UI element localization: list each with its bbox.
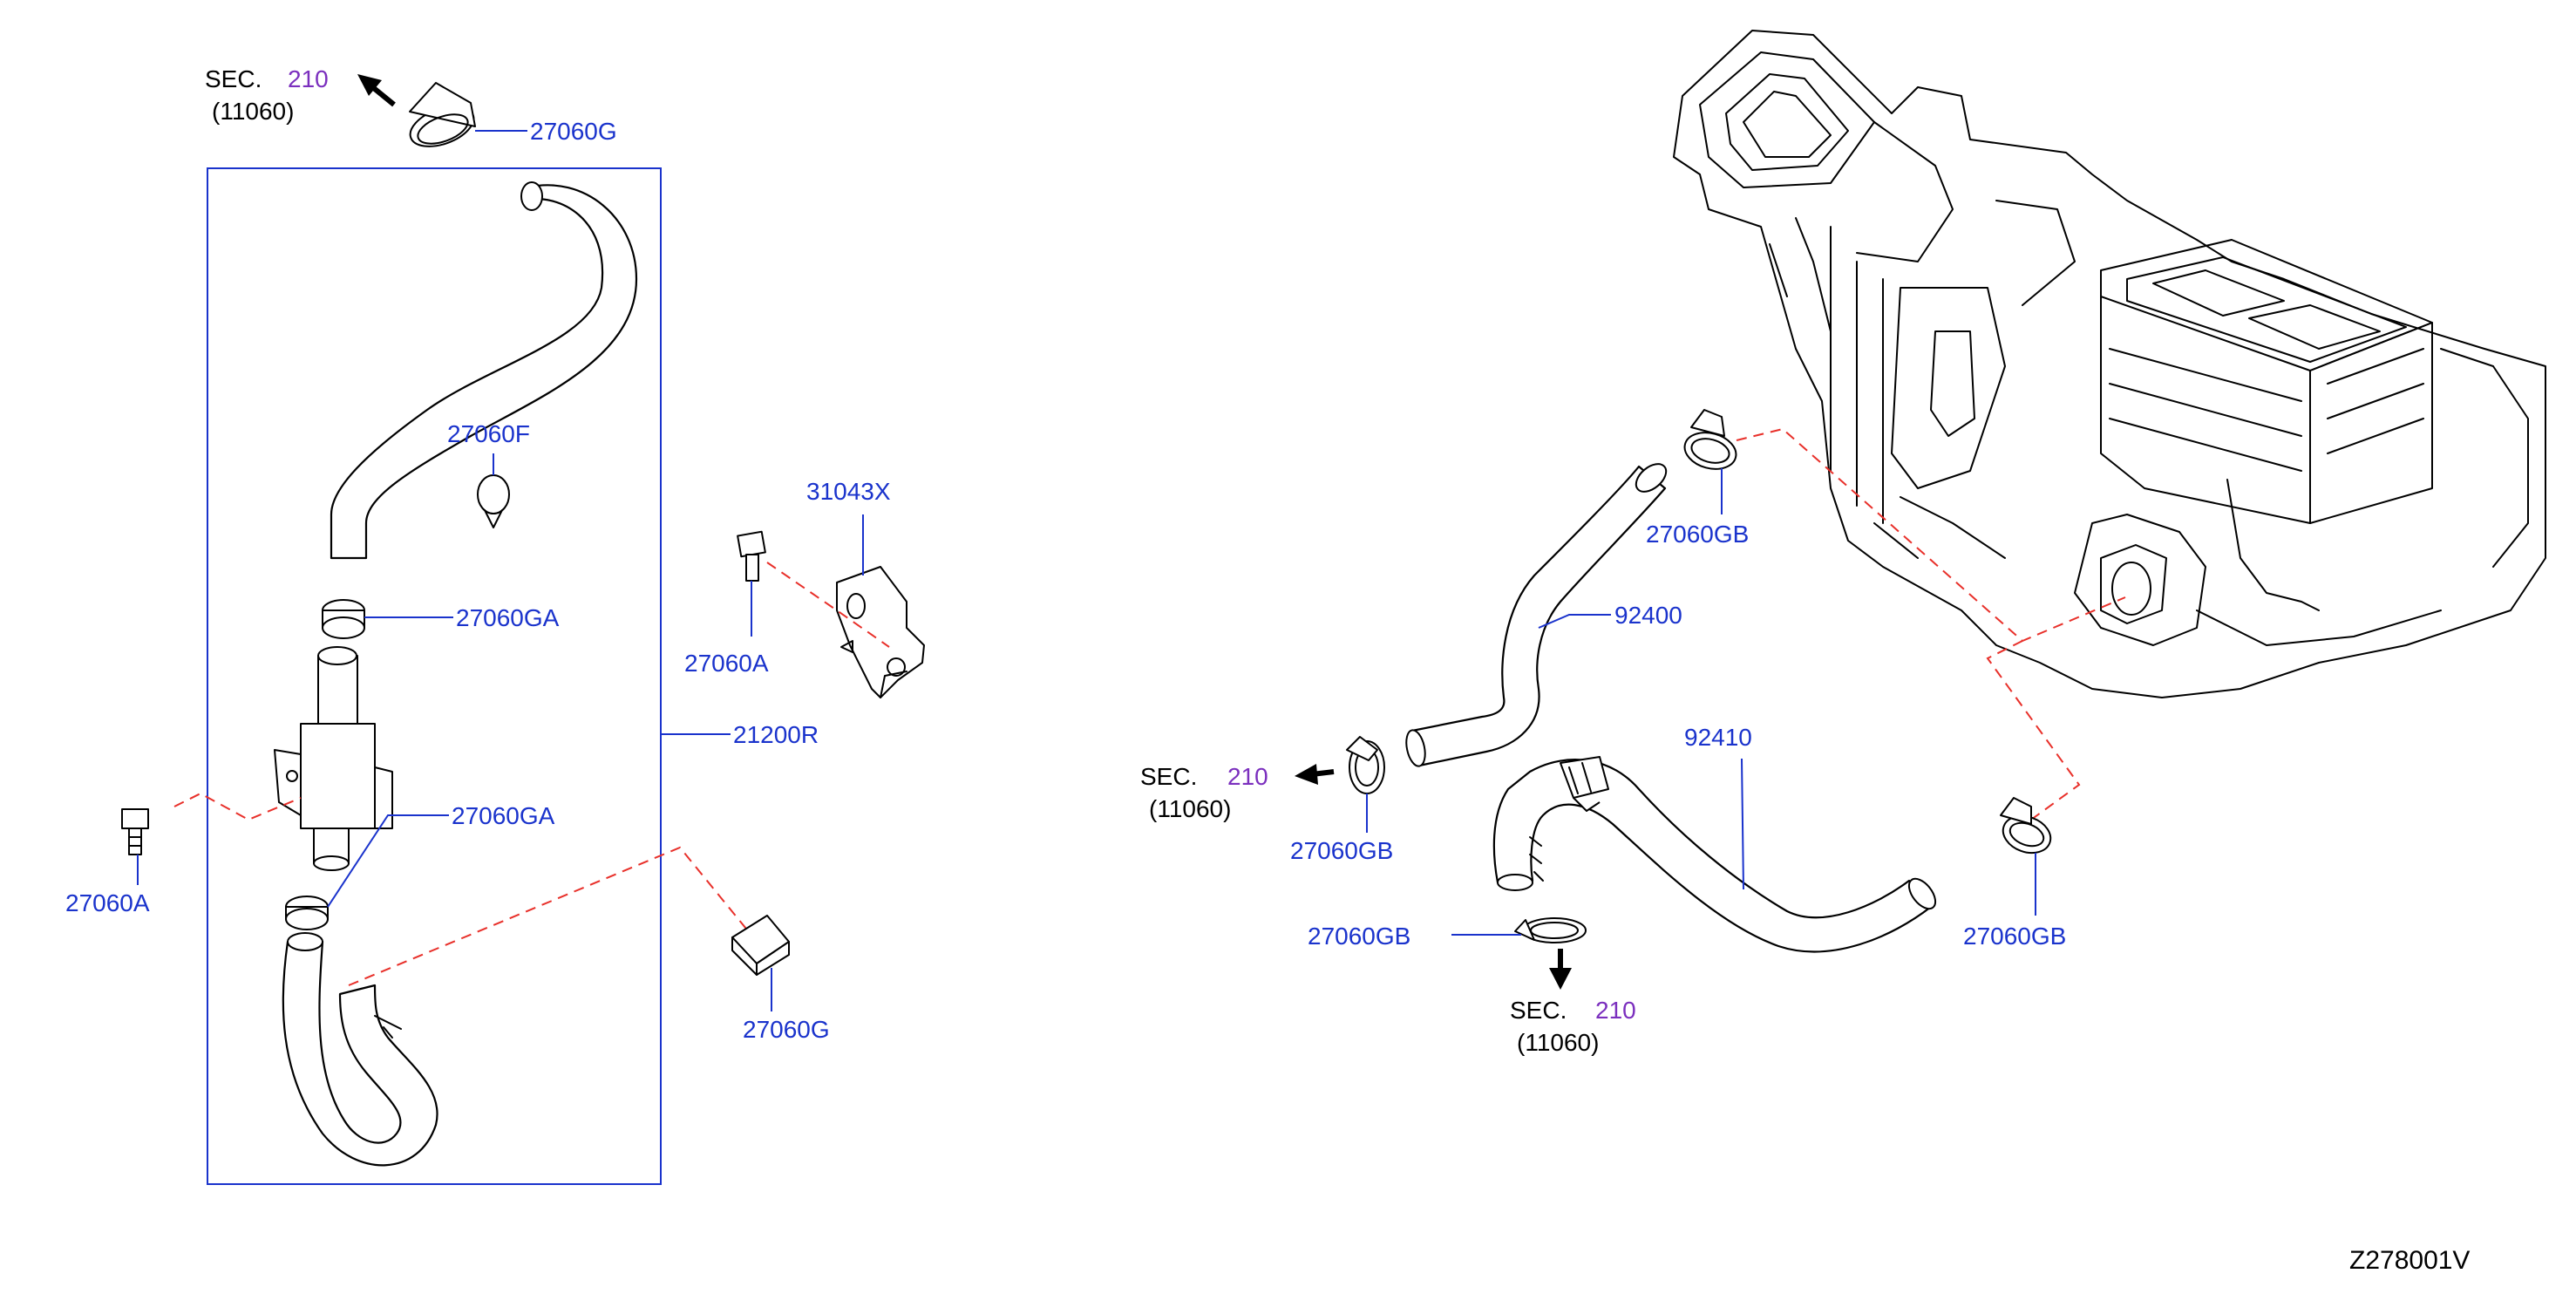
sec-sub: (11060) — [1517, 1029, 1599, 1056]
assembly-box-21200R — [207, 167, 662, 1185]
clamp-27060GB-top — [1683, 409, 1737, 470]
sec-ref-bottom[interactable]: SEC. 210 (11060) — [1510, 997, 1636, 1056]
hose-92410 — [1492, 756, 1937, 953]
sec-label: SEC. — [1140, 763, 1197, 790]
sec-label: SEC. — [205, 65, 262, 92]
bolt-27060A-left — [121, 808, 149, 855]
clamp-27060GB-bottom — [1514, 917, 1587, 943]
part-label-27060A-mid[interactable]: 27060A — [684, 650, 769, 677]
sec-label: SEC. — [1510, 997, 1567, 1024]
hose-upper-left — [330, 181, 638, 560]
arrow-icon — [357, 74, 396, 107]
part-label-27060GA-lower[interactable]: 27060GA — [452, 802, 555, 829]
sec-ref-top-left[interactable]: SEC. 210 (11060) — [205, 65, 329, 125]
clamp-27060GA-upper — [322, 599, 365, 639]
diagram-code: Z278001V — [2349, 1246, 2470, 1275]
part-label-27060A-left[interactable]: 27060A — [65, 889, 150, 916]
sec-ref-middle[interactable]: SEC. 210 (11060) — [1140, 763, 1268, 822]
bracket-31043X — [836, 566, 925, 698]
part-label-21200R[interactable]: 21200R — [733, 721, 819, 748]
part-label-27060F[interactable]: 27060F — [447, 420, 530, 447]
sec-number: 210 — [1227, 763, 1268, 790]
bolt-27060A-mid — [737, 530, 766, 582]
part-label-92400[interactable]: 92400 — [1614, 602, 1682, 629]
arrow-icon — [1549, 949, 1572, 990]
clamp-27060G-top — [409, 82, 476, 147]
arrow-icon — [1295, 764, 1335, 785]
part-label-27060GA-upper[interactable]: 27060GA — [456, 604, 560, 631]
part-label-92410[interactable]: 92410 — [1684, 724, 1752, 751]
sec-number: 210 — [1595, 997, 1636, 1024]
hose-92400 — [1405, 463, 1668, 767]
part-label-27060GB-top[interactable]: 27060GB — [1646, 521, 1749, 548]
clamp-27060F — [477, 474, 510, 528]
water-valve — [274, 646, 393, 871]
part-label-27060GB-left[interactable]: 27060GB — [1290, 837, 1393, 864]
part-label-27060GB-right[interactable]: 27060GB — [1963, 923, 2066, 950]
sec-sub: (11060) — [1149, 795, 1231, 822]
part-label-31043X[interactable]: 31043X — [806, 478, 891, 505]
hvac-unit — [1673, 30, 2546, 698]
part-label-27060G-top[interactable]: 27060G — [530, 118, 617, 145]
clip-27060G-lower — [731, 915, 790, 976]
part-label-27060GB-bottom[interactable]: 27060GB — [1308, 923, 1410, 950]
clamp-27060GA-lower — [285, 896, 329, 930]
clamp-27060GB-right — [2000, 797, 2052, 855]
hose-lower-left — [282, 932, 438, 1167]
sec-number: 210 — [288, 65, 329, 92]
clamp-27060GB-left — [1346, 736, 1385, 794]
part-label-27060G-lower[interactable]: 27060G — [743, 1016, 830, 1043]
sec-sub: (11060) — [212, 98, 294, 125]
